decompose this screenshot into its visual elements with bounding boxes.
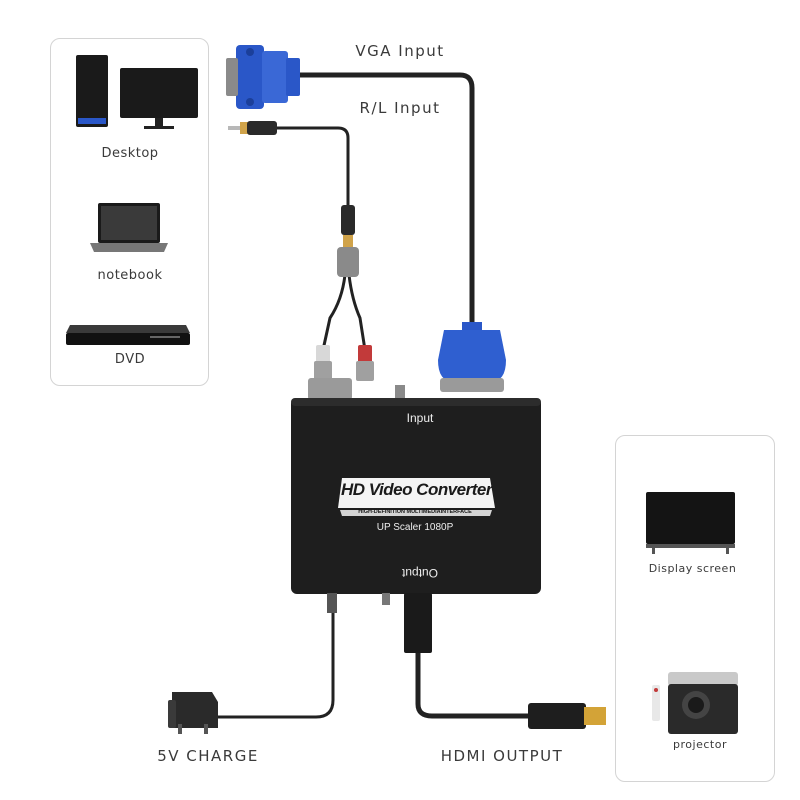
audio-split-red	[347, 274, 367, 351]
display-screen-label: Display screen	[648, 562, 737, 575]
notebook-label: notebook	[97, 268, 163, 283]
device-output-label: Output	[401, 566, 439, 580]
device-subtitle: HIGH-DEFINITION MULTIMEDIAINTERFACE	[358, 509, 472, 515]
audio-cable	[275, 126, 350, 205]
power-adapter-icon	[168, 692, 218, 734]
desktop-label: Desktop	[101, 146, 159, 161]
hdmi-output-label: HDMI OUTPUT	[440, 747, 564, 765]
audio-split-white	[321, 274, 347, 351]
rca-white-plug-icon	[314, 345, 332, 381]
converter-box	[291, 378, 541, 653]
rca-red-plug-icon	[356, 345, 374, 381]
vga-device-plug-icon	[438, 322, 506, 392]
dvd-label: DVD	[114, 352, 146, 367]
vga-input-label: VGA Input	[355, 42, 445, 60]
notebook-icon	[90, 203, 168, 252]
vga-cable	[300, 72, 475, 325]
display-screen-icon	[646, 492, 735, 554]
desktop-tower-icon	[76, 55, 108, 127]
projector-label: projector	[673, 738, 727, 751]
dvd-player-icon	[66, 325, 190, 345]
rl-input-label: R/L Input	[359, 99, 441, 117]
charge-label: 5V CHARGE	[157, 747, 259, 765]
device-title: HD Video Converter	[341, 480, 492, 499]
audio-splitter-icon	[337, 205, 359, 277]
hdmi-cable	[415, 652, 530, 719]
power-cable	[218, 612, 335, 719]
device-scaler: UP Scaler 1080P	[376, 522, 454, 533]
vga-input-plug-icon	[226, 45, 300, 109]
desktop-monitor-icon	[120, 68, 198, 129]
audio-jack-plug-icon	[228, 121, 277, 135]
device-input-label: Input	[406, 411, 434, 425]
projector-icon	[652, 672, 738, 734]
hdmi-plug-icon	[528, 703, 606, 729]
